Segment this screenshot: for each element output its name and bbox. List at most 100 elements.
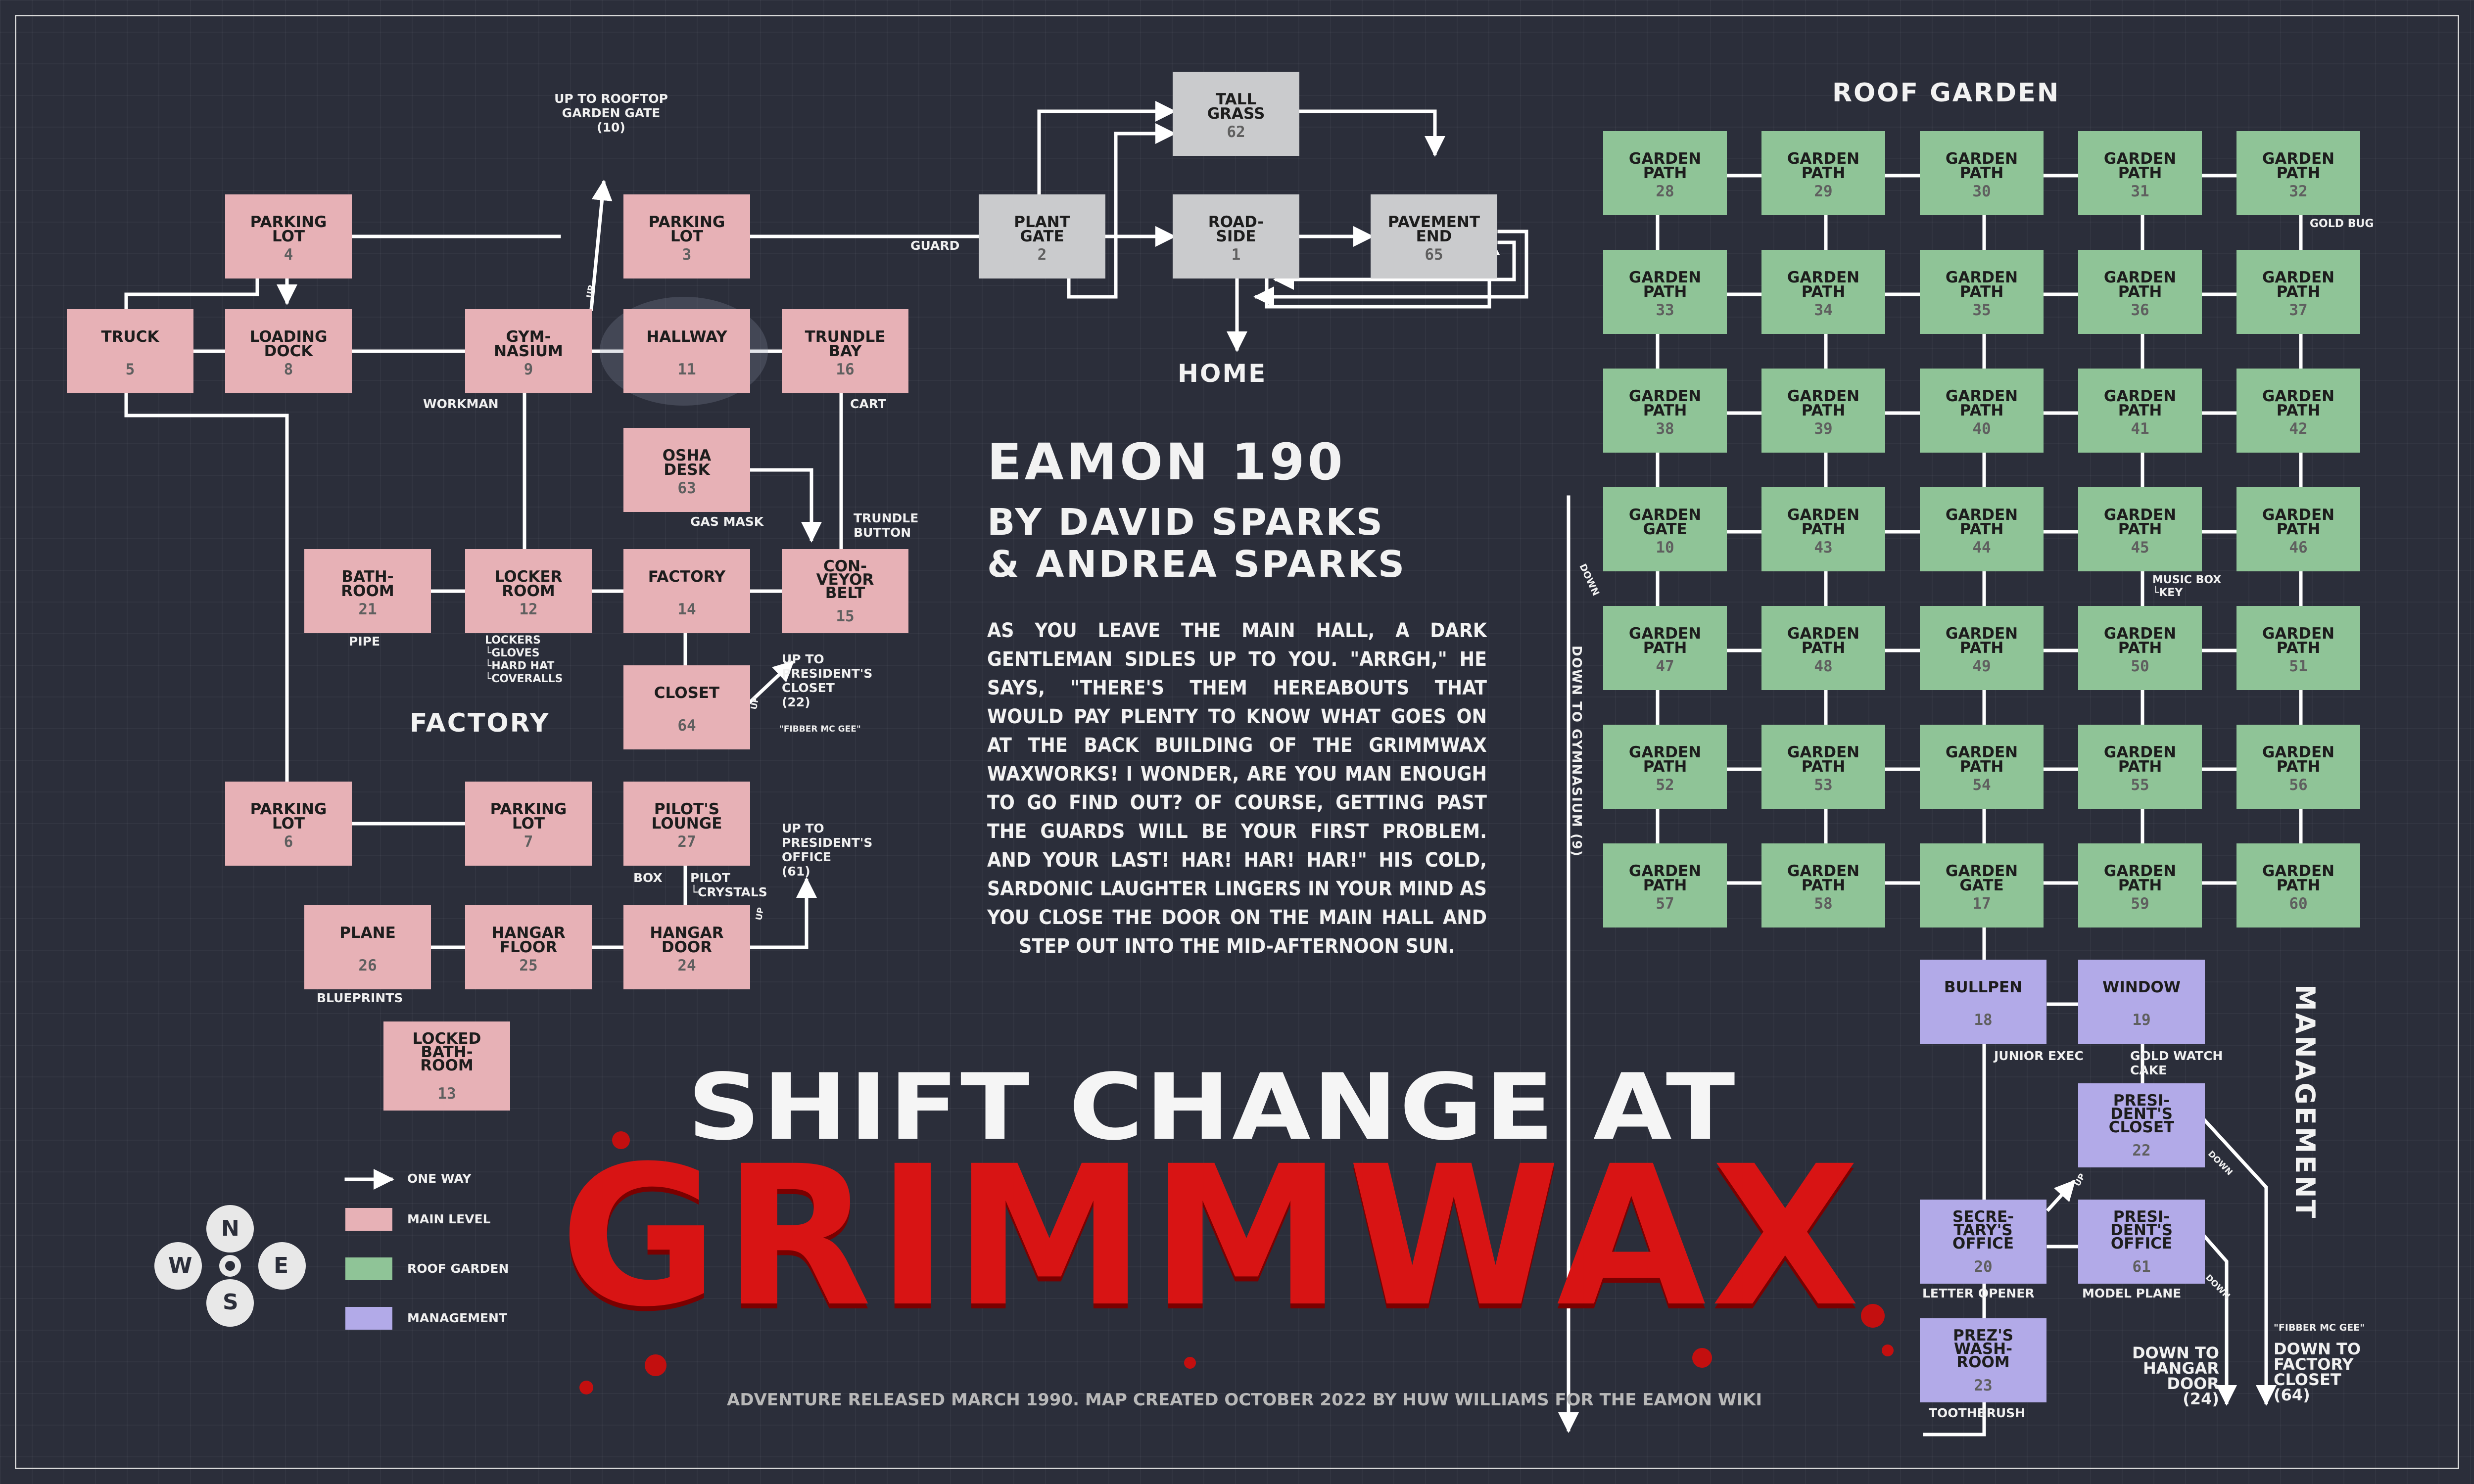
label-gas-mask: GAS MASK xyxy=(690,514,764,529)
label-box: BOX xyxy=(633,871,663,885)
room-number: 37 xyxy=(2289,301,2308,319)
room-name: GARDEN PATH xyxy=(1945,506,2018,538)
room-number: 61 xyxy=(2132,1258,2151,1276)
room-number: 13 xyxy=(437,1085,456,1103)
label-cart: CART xyxy=(850,397,886,411)
room-name: GARDEN PATH xyxy=(1787,387,1860,419)
room-name: ROAD- SIDE xyxy=(1208,213,1264,245)
room-name: GARDEN PATH xyxy=(1945,387,2018,419)
legend-roof-garden: ROOF GARDEN xyxy=(407,1261,509,1276)
room-number: 51 xyxy=(2289,657,2308,675)
room-name: GARDEN PATH xyxy=(1945,625,2018,657)
legend-main-level: MAIN LEVEL xyxy=(407,1212,491,1226)
room-name: GARDEN PATH xyxy=(1628,743,1702,776)
room-name: GARDEN PATH xyxy=(1945,743,2018,776)
room-number: 19 xyxy=(2132,1011,2151,1029)
room-number: 14 xyxy=(677,601,696,618)
room-number: 6 xyxy=(284,833,293,851)
label-junior-exec: JUNIOR EXEC xyxy=(1994,1049,2084,1063)
label-down-factory-closet: DOWN TO FACTORY CLOSET (64) xyxy=(2274,1340,2361,1404)
label-fibber: "FIBBER MC GEE" xyxy=(779,724,861,734)
title-line-1: SHIFT CHANGE AT xyxy=(687,1054,1737,1161)
room-number: 56 xyxy=(2289,776,2308,794)
room-number: 11 xyxy=(677,361,696,378)
room-name: GARDEN PATH xyxy=(1628,862,1702,894)
label-lockers: LOCKERS └GLOVES └HARD HAT └COVERALLS xyxy=(485,634,563,685)
home-label: HOME xyxy=(1178,359,1267,388)
room-number: 26 xyxy=(358,957,377,974)
authors-line-1: BY DAVID SPARKS xyxy=(987,501,1384,544)
room-name: GARDEN PATH xyxy=(2262,150,2335,182)
room-name: GARDEN PATH xyxy=(1628,387,1702,419)
factory-heading: FACTORY xyxy=(410,708,550,738)
room-name: GARDEN PATH xyxy=(1787,506,1860,538)
room-name: PRESI- DENT'S OFFICE xyxy=(2110,1208,2173,1252)
room-name: LOADING DOCK xyxy=(249,328,328,360)
room-number: 60 xyxy=(2289,895,2308,913)
room-name: HALLWAY xyxy=(646,328,727,346)
room-number: 2 xyxy=(1037,246,1047,264)
label-down-hangar: DOWN TO HANGAR DOOR (24) xyxy=(2132,1344,2219,1408)
room-name: PAVEMENT END xyxy=(1387,213,1480,245)
room-name: TRUCK xyxy=(101,328,159,346)
room-number: 32 xyxy=(2289,183,2308,200)
label-guard: GUARD xyxy=(910,238,960,253)
room-number: 17 xyxy=(1972,895,1991,913)
label-fibber-2: "FIBBER MC GEE" xyxy=(2274,1322,2365,1333)
label-letter-opener: LETTER OPENER xyxy=(1922,1286,2035,1300)
room-number: 36 xyxy=(2131,301,2149,319)
room-name: BULLPEN xyxy=(1944,978,2023,996)
room-name: GARDEN PATH xyxy=(2103,269,2177,301)
label-up-closet: UP xyxy=(749,696,761,711)
room-number: 8 xyxy=(284,361,293,378)
room-number: 15 xyxy=(836,607,855,625)
legend-swatch-roof xyxy=(345,1257,392,1280)
room-number: 28 xyxy=(1656,183,1674,200)
room-number: 38 xyxy=(1656,420,1674,438)
label-workman: WORKMAN xyxy=(423,397,499,411)
room-name: HANGAR DOOR xyxy=(650,924,724,956)
room-number: 49 xyxy=(1972,657,1991,675)
room-name: GARDEN PATH xyxy=(2103,625,2177,657)
room-name: GARDEN PATH xyxy=(1628,150,1702,182)
room-name: GARDEN PATH xyxy=(1787,269,1860,301)
label-gold-bug: GOLD BUG xyxy=(2310,218,2374,230)
room-name: GARDEN PATH xyxy=(1945,150,2018,182)
authors-line-2: & ANDREA SPARKS xyxy=(987,543,1407,586)
room-number: 42 xyxy=(2289,420,2308,438)
room-number: 55 xyxy=(2131,776,2149,794)
label-music-box: MUSIC BOX └KEY xyxy=(2152,574,2222,599)
room-number: 63 xyxy=(677,479,696,497)
